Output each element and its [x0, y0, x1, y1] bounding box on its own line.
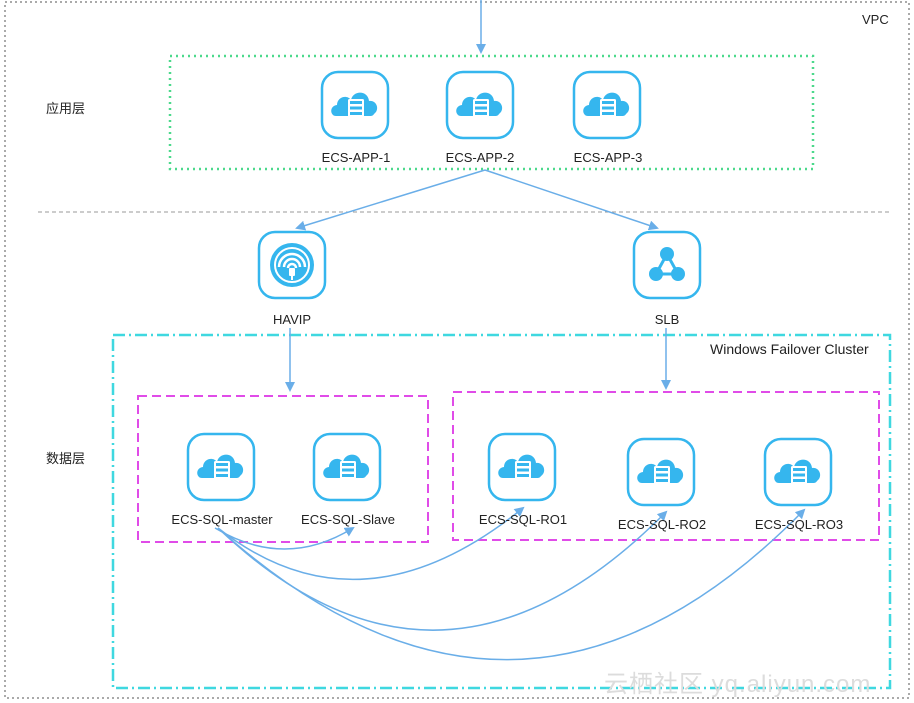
- cloud-server-icon: [487, 432, 557, 502]
- master-to-ro2-arrow: [217, 510, 668, 631]
- ecs-sql-master-label: ECS-SQL-master: [171, 512, 273, 527]
- havip-node: [257, 230, 327, 300]
- ecs-app-2-label: ECS-APP-2: [445, 150, 515, 165]
- ecs-app-1-label: ECS-APP-1: [321, 150, 391, 165]
- ecs-app-2-node: [445, 70, 515, 140]
- ecs-sql-ro3-node: [763, 437, 833, 507]
- cloud-server-icon: [445, 70, 515, 140]
- data-layer-label: 数据层: [46, 451, 86, 466]
- cluster-label: Windows Failover Cluster: [710, 341, 869, 357]
- cloud-server-icon: [312, 432, 382, 502]
- app-to-slb-arrow: [484, 169, 659, 231]
- cloud-server-icon: [320, 70, 390, 140]
- ecs-sql-ro2-node: [626, 437, 696, 507]
- watermark: 云栖社区 yq.aliyun.com: [604, 671, 872, 698]
- sql-readonly-box: [452, 391, 880, 541]
- havip-label: HAVIP: [272, 312, 312, 327]
- ecs-app-3-node: [572, 70, 642, 140]
- connections: [214, 0, 806, 661]
- app-layer-label: 应用层: [46, 101, 86, 116]
- master-to-ro1-arrow: [217, 506, 525, 581]
- ecs-app-3-label: ECS-APP-3: [573, 150, 643, 165]
- ecs-sql-master-node: [186, 432, 256, 502]
- havip-icon: [257, 230, 327, 300]
- ecs-sql-ro2-label: ECS-SQL-RO2: [617, 517, 707, 532]
- cloud-server-icon: [186, 432, 256, 502]
- master-to-ro3-arrow: [217, 508, 806, 661]
- ecs-sql-slave-label: ECS-SQL-Slave: [301, 512, 395, 527]
- vpc-label: VPC: [862, 12, 889, 27]
- ecs-sql-ro1-node: [487, 432, 557, 502]
- ecs-sql-slave-node: [312, 432, 382, 502]
- ecs-sql-ro1-label: ECS-SQL-RO1: [478, 512, 568, 527]
- slb-icon: [632, 230, 702, 300]
- cloud-server-icon: [572, 70, 642, 140]
- cloud-server-icon: [763, 437, 833, 507]
- failover-cluster-box: [111, 333, 892, 690]
- ecs-sql-ro3-label: ECS-SQL-RO3: [754, 517, 844, 532]
- slb-node: [632, 230, 702, 300]
- cloud-server-icon: [626, 437, 696, 507]
- vpc-boundary: [4, 1, 910, 699]
- sql-primary-box: [137, 395, 429, 543]
- app-to-havip-arrow: [295, 169, 486, 231]
- slb-label: SLB: [654, 312, 680, 327]
- master-to-slave-arrow: [214, 526, 355, 550]
- ecs-app-1-node: [320, 70, 390, 140]
